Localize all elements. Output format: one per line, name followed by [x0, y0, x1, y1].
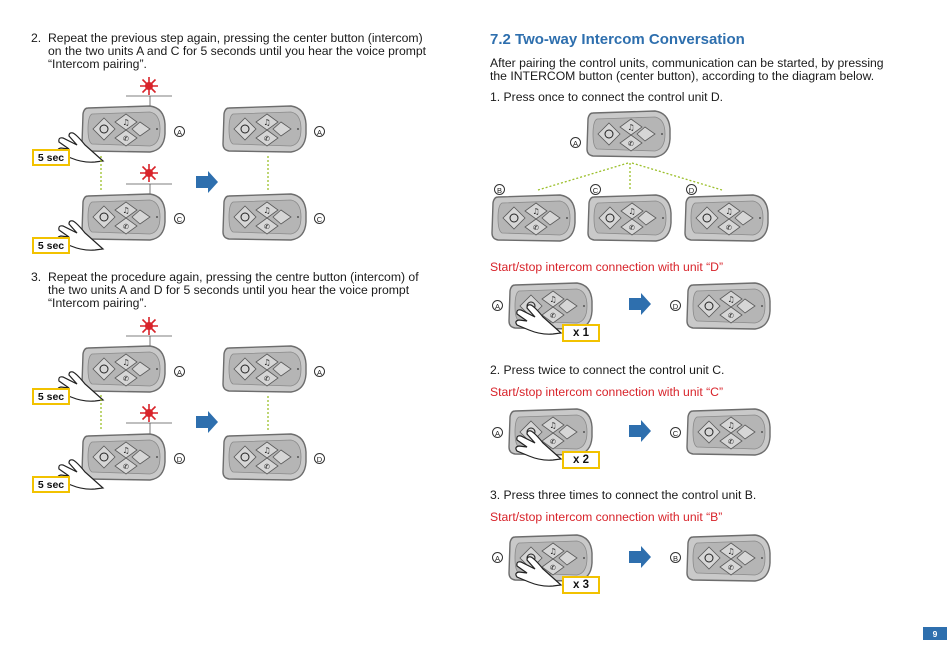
- unit-c-device: [587, 194, 672, 242]
- step-number: 3.: [31, 270, 42, 284]
- led-flash-icon: [139, 76, 159, 96]
- step-text: Repeat the procedure again, pressing the…: [48, 270, 419, 310]
- item-3: 3. Press three times to connect the cont…: [490, 488, 757, 502]
- unit-label: A: [492, 427, 503, 438]
- unit-d-device: [222, 433, 307, 481]
- unit-d-device: [81, 433, 166, 481]
- unit-label: A: [314, 366, 325, 377]
- press-count-tag: x 2: [562, 451, 600, 469]
- step2-diagram: [57, 76, 307, 251]
- unit-label: A: [174, 126, 185, 137]
- press-count-tag: x 1: [562, 324, 600, 342]
- unit-label: A: [174, 366, 185, 377]
- unit-label: A: [314, 126, 325, 137]
- press-duration-tag: 5 sec: [32, 237, 70, 254]
- item-1: 1. Press once to connect the control uni…: [490, 90, 724, 104]
- unit-b-device: [686, 534, 771, 582]
- caption-unit-d: Start/stop intercom connection with unit…: [490, 260, 724, 274]
- press-count-tag: x 3: [562, 576, 600, 594]
- led-flash-icon: [139, 316, 159, 336]
- unit-a-device: [586, 110, 671, 158]
- section-heading: 7.2 Two-way Intercom Conversation: [490, 31, 745, 48]
- page-number: 9: [923, 627, 947, 640]
- unit-a-device: [222, 345, 307, 393]
- press-duration-tag: 5 sec: [32, 476, 70, 493]
- unit-label: A: [570, 137, 581, 148]
- led-flash-icon: [139, 163, 159, 183]
- arrow-right-icon: [629, 420, 651, 442]
- unit-d-device: [686, 282, 771, 330]
- unit-a-device: [81, 105, 166, 153]
- step-text: Repeat the previous step again, pressing…: [48, 31, 427, 71]
- unit-label: A: [492, 300, 503, 311]
- unit-label: B: [670, 552, 681, 563]
- unit-c-device: [222, 193, 307, 241]
- press-duration-tag: 5 sec: [32, 149, 70, 166]
- unit-c-device: [81, 193, 166, 241]
- unit-label: D: [670, 300, 681, 311]
- intro-paragraph: After pairing the control units, communi…: [490, 56, 884, 83]
- arrow-right-icon: [629, 546, 651, 568]
- caption-unit-b: Start/stop intercom connection with unit…: [490, 510, 723, 524]
- unit-c-device: [686, 408, 771, 456]
- unit-label: C: [670, 427, 681, 438]
- unit-label: C: [314, 213, 325, 224]
- caption-unit-c: Start/stop intercom connection with unit…: [490, 385, 724, 399]
- step-number: 2.: [31, 31, 42, 45]
- unit-label: D: [174, 453, 185, 464]
- unit-label: B: [494, 184, 505, 195]
- press-duration-tag: 5 sec: [32, 388, 70, 405]
- unit-a-device: [222, 105, 307, 153]
- step-3: 3. Repeat the procedure again, pressing …: [31, 271, 451, 311]
- step3-diagram: [57, 316, 307, 490]
- led-flash-icon: [139, 403, 159, 423]
- arrow-right-icon: [629, 293, 651, 315]
- unit-label: D: [314, 453, 325, 464]
- item-2: 2. Press twice to connect the control un…: [490, 363, 725, 377]
- arrow-right-icon: [196, 411, 218, 433]
- step-2: 2. Repeat the previous step again, press…: [31, 32, 451, 72]
- unit-label: C: [174, 213, 185, 224]
- unit-b-device: [491, 194, 576, 242]
- unit-label: D: [686, 184, 697, 195]
- press-d-diagram: [508, 282, 771, 335]
- press-c-diagram: [508, 408, 771, 461]
- unit-d-device: [684, 194, 769, 242]
- tree-diagram: [491, 110, 769, 242]
- press-b-diagram: [508, 534, 771, 587]
- unit-a-device: [81, 345, 166, 393]
- unit-label: C: [590, 184, 601, 195]
- unit-label: A: [492, 552, 503, 563]
- arrow-right-icon: [196, 171, 218, 193]
